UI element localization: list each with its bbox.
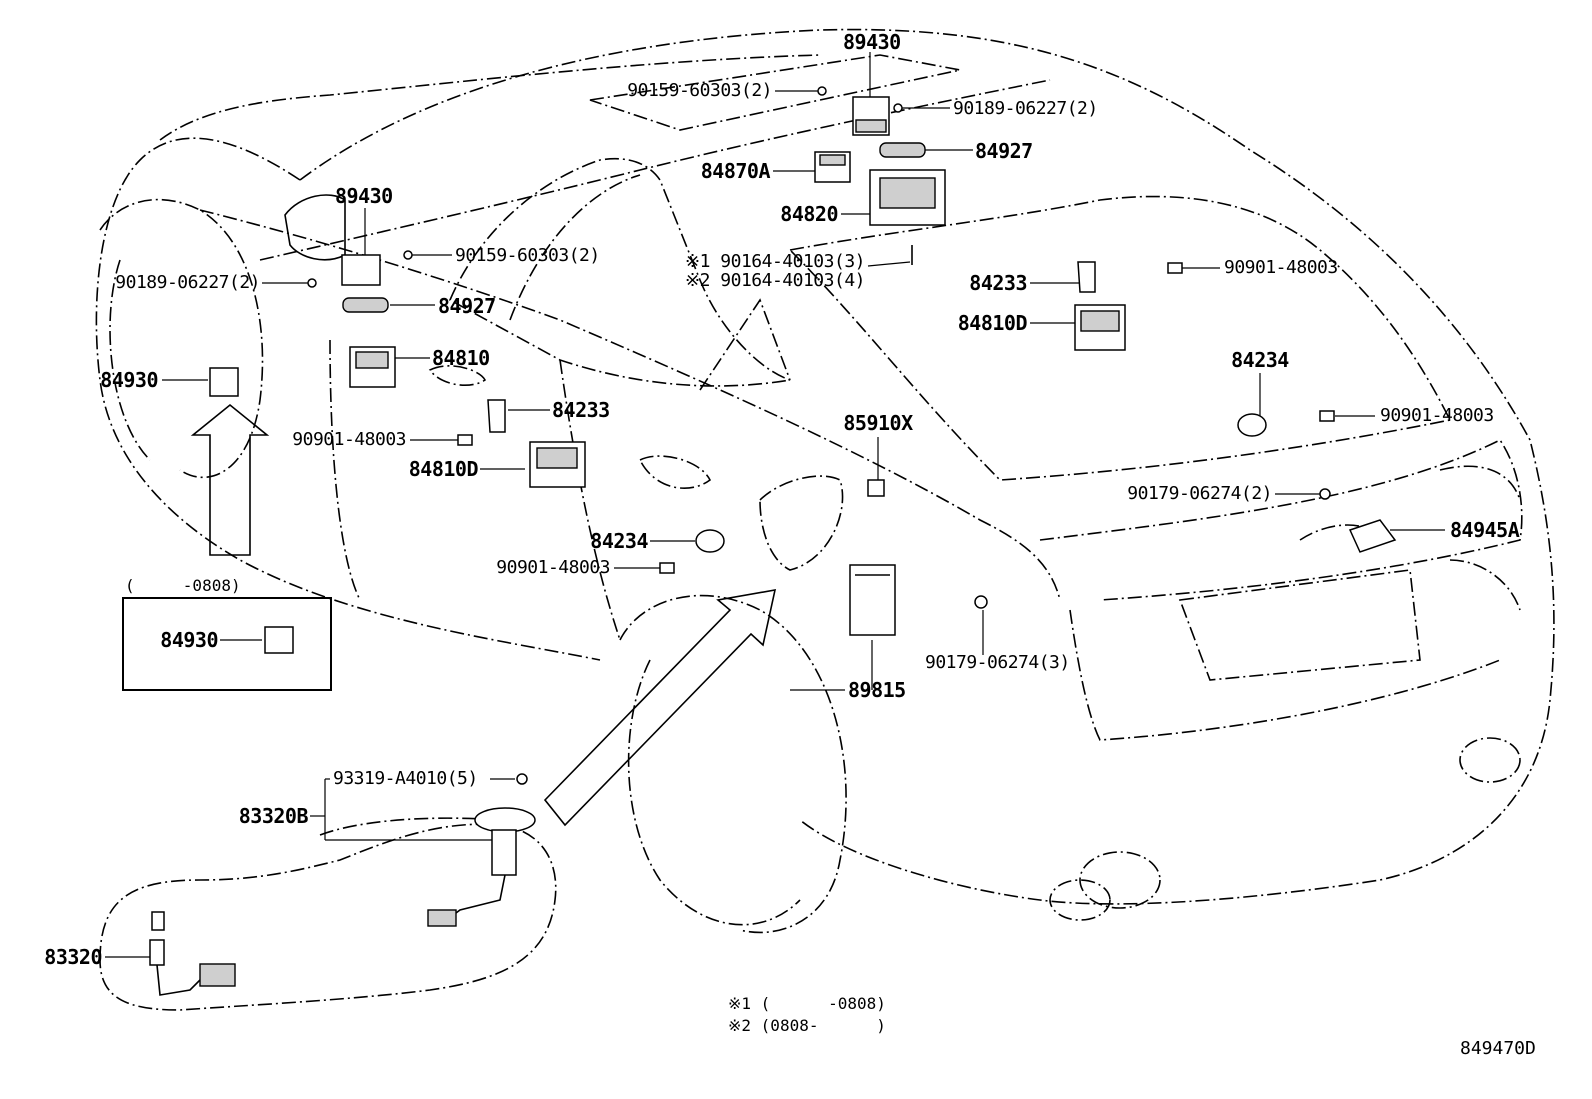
label-93319: 93319-A4010(5): [333, 768, 478, 789]
label-89430-top: 89430: [843, 30, 901, 54]
label-84810: 84810: [432, 346, 490, 370]
label-90901-right: 90901-48003: [1224, 257, 1338, 278]
label-84234-left: 84234: [590, 529, 648, 553]
inset-part-label: 84930: [160, 628, 218, 652]
label-90189-left: 90189-06227(2): [115, 272, 260, 293]
label-84945A: 84945A: [1450, 518, 1520, 542]
label-83320: 83320: [44, 945, 102, 969]
sender-83320: [149, 911, 236, 996]
label-90159-left: 90159-60303(2): [455, 245, 600, 266]
label-84927-left: 84927: [438, 294, 496, 318]
camera-84945A: [1348, 519, 1397, 553]
switch-84870A: [814, 151, 851, 183]
label-84870A: 84870A: [700, 159, 771, 183]
label-84930: 84930: [100, 368, 158, 392]
label-90901-far: 90901-48003: [1380, 405, 1494, 426]
switch-84810D-right: [1074, 304, 1126, 351]
label-90189-top: 90189-06227(2): [953, 98, 1098, 119]
label-90159-top: 90159-60303(2): [627, 80, 772, 101]
label-84234-right: 84234: [1231, 348, 1289, 372]
label-90901-left: 90901-48003: [292, 429, 406, 450]
switch-84810: [349, 346, 396, 388]
switch-84820: [869, 169, 946, 226]
label-90164-b: ※2 90164-40103(4): [685, 270, 865, 291]
label-89430-left: 89430: [335, 184, 393, 208]
label-83320B: 83320B: [238, 804, 309, 828]
label-84820: 84820: [780, 202, 838, 226]
module-89430-left: [341, 254, 381, 286]
module-89430-top: [852, 96, 890, 136]
label-84927-top: 84927: [975, 139, 1033, 163]
label-84233-right: 84233: [969, 271, 1027, 295]
ecu-89815: [849, 564, 896, 636]
label-84810D-right: 84810D: [957, 311, 1028, 335]
inset-box: [122, 597, 332, 691]
switch-84810D-left: [529, 441, 586, 488]
inset-range-note: ( -0808): [125, 576, 241, 595]
diagram-id: 849470D: [1460, 1038, 1536, 1059]
label-84233-left: 84233: [552, 398, 610, 422]
footnote-1: ※1 ( -0808): [728, 994, 886, 1013]
label-90179-3: 90179-06274(3): [925, 652, 1070, 673]
footnote-2: ※2 (0808- ): [728, 1016, 886, 1035]
label-90901-low: 90901-48003: [496, 557, 610, 578]
label-90164-a: ※1 90164-40103(3): [685, 251, 865, 272]
label-90179-2: 90179-06274(2): [1127, 483, 1272, 504]
label-89815: 89815: [848, 678, 906, 702]
label-85910X: 85910X: [843, 411, 913, 435]
label-84810D-left: 84810D: [408, 457, 479, 481]
fuel-pump-83320B: [427, 807, 536, 927]
